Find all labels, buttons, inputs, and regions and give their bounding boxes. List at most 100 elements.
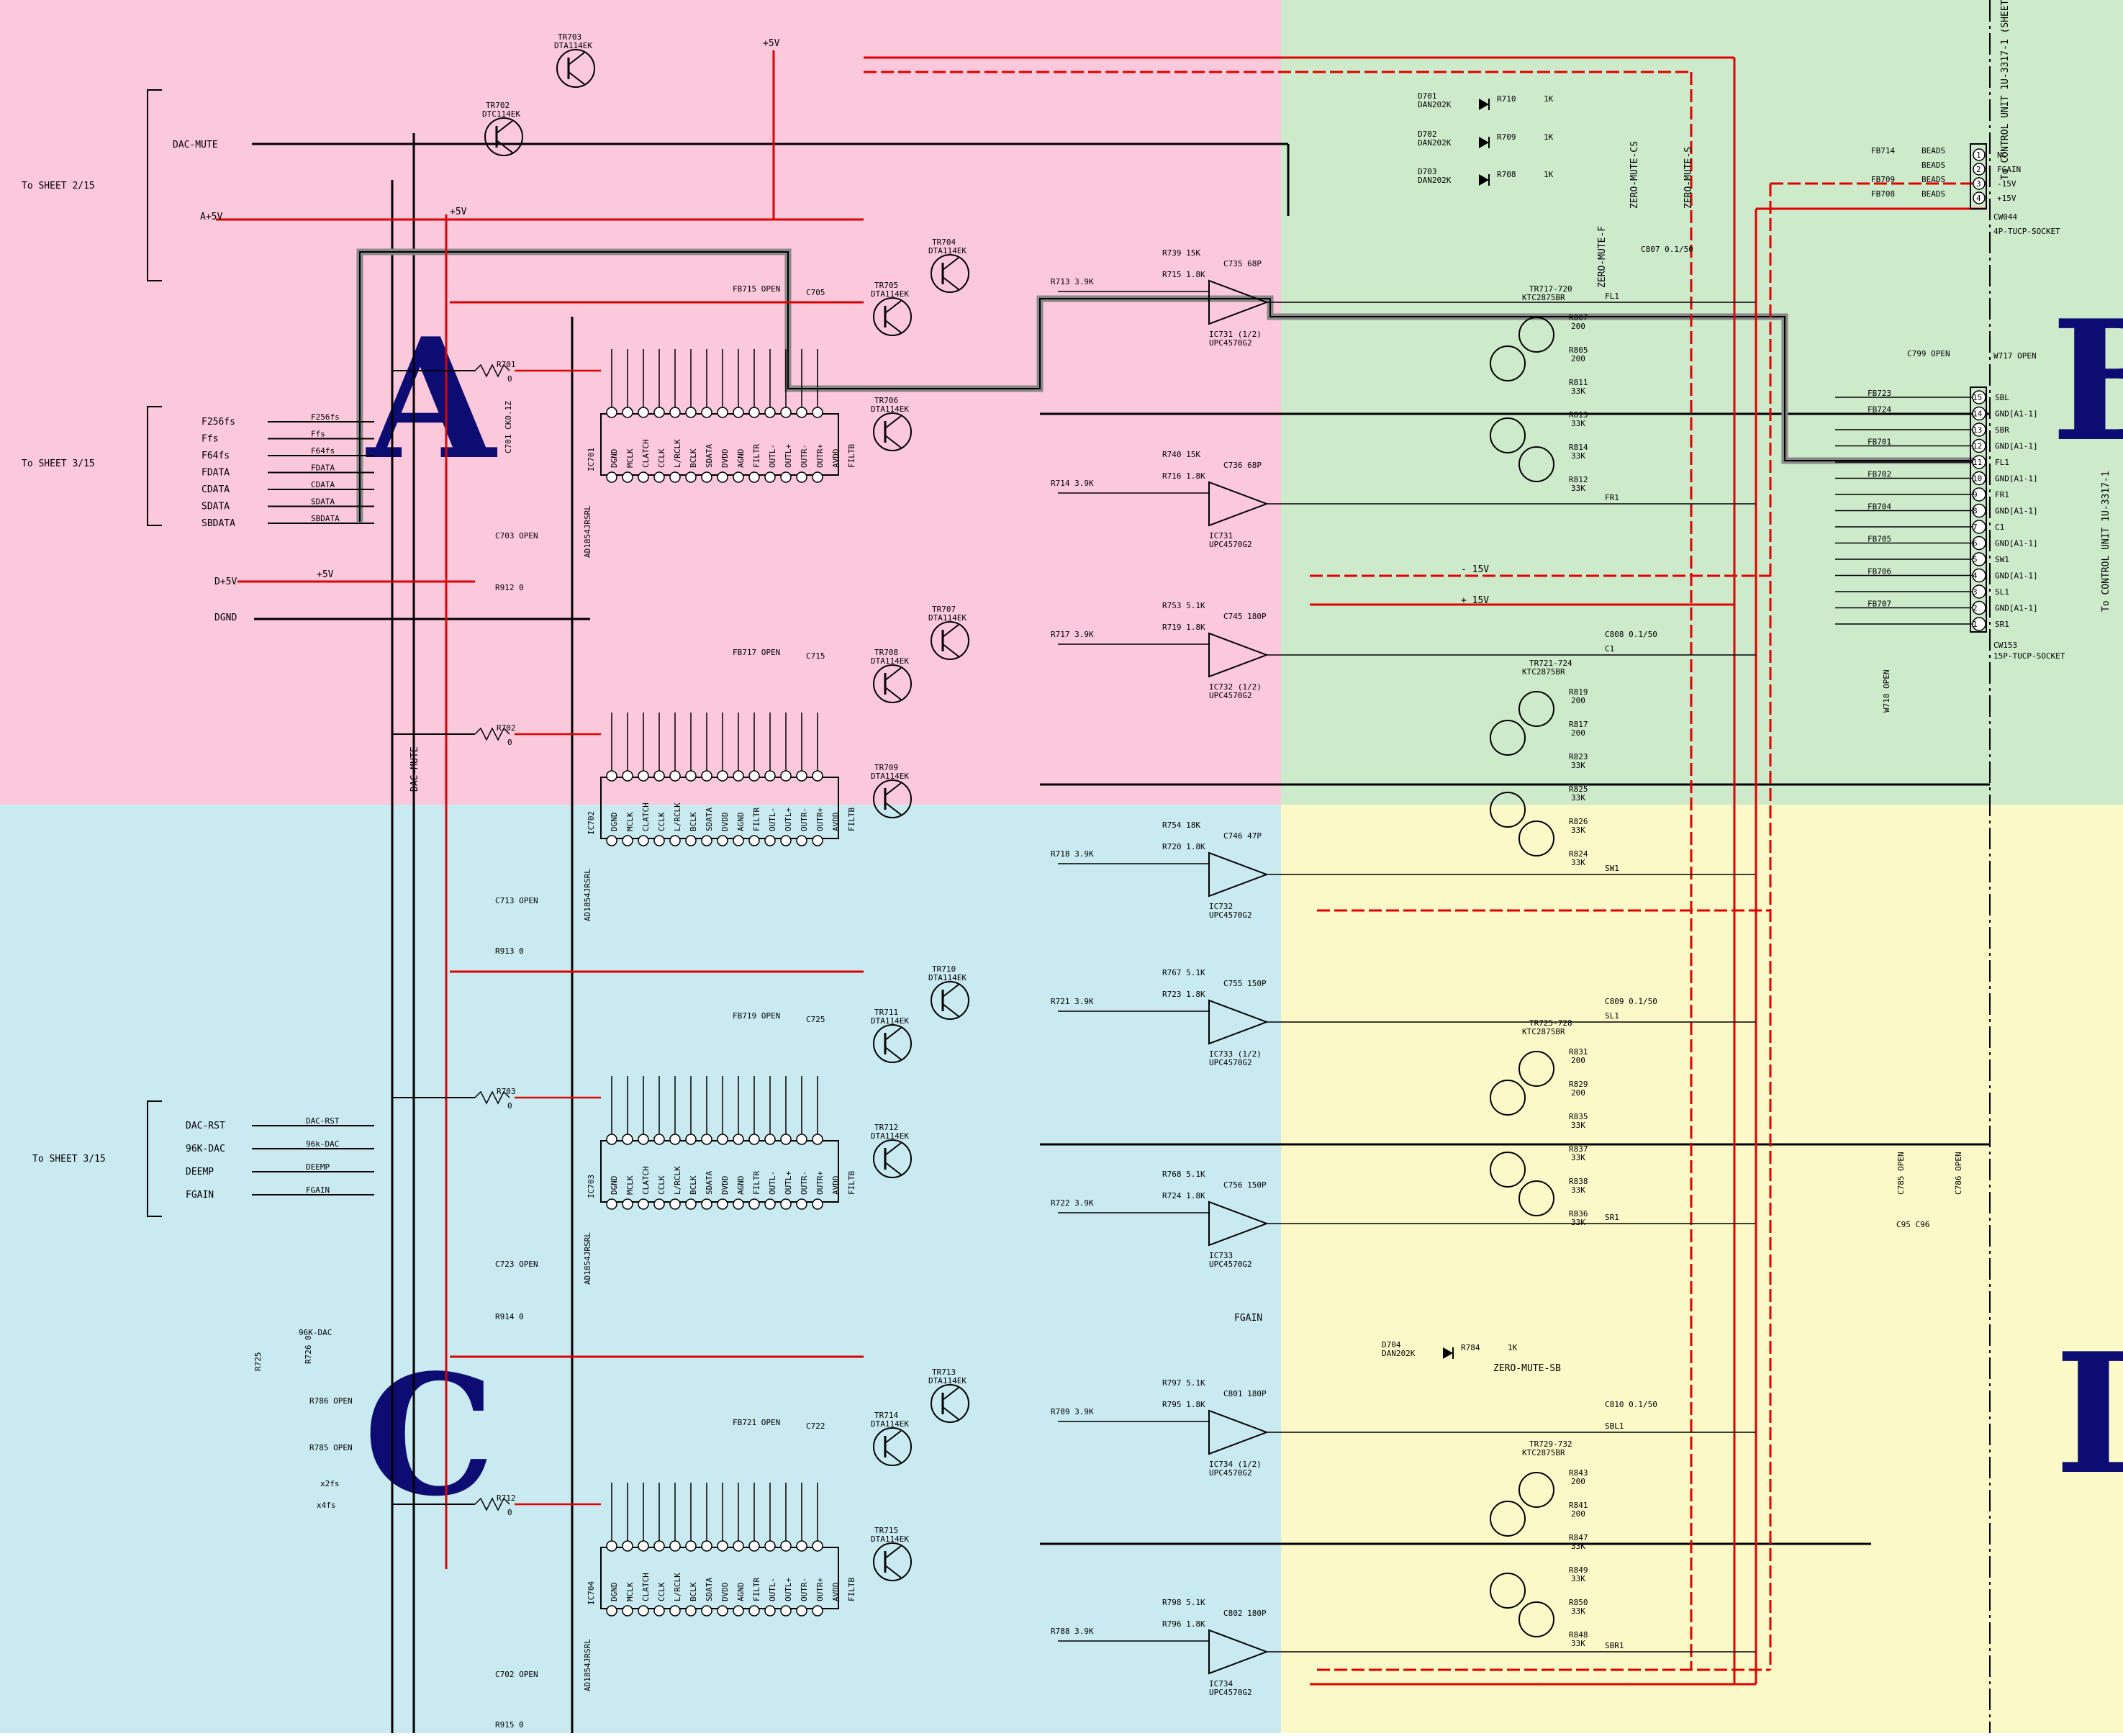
- dac-pin-label: CLATCH: [641, 1573, 651, 1601]
- dac-pin-label: CCLK: [657, 448, 666, 468]
- opamp-output-net: SR1: [1605, 1213, 1619, 1222]
- mute-resistor-value: 200: [1571, 1088, 1585, 1098]
- net-zero-mute-sb: ZERO-MUTE-SB: [1493, 1363, 1561, 1374]
- mute-resistor-value: 200: [1571, 1477, 1585, 1486]
- mute-resistor-value: 33K: [1571, 451, 1585, 461]
- transistor-body: [873, 664, 912, 703]
- opamp-symbol: [1208, 851, 1269, 898]
- dac-pin-top: [717, 1134, 728, 1145]
- dac-pin-top: [733, 407, 744, 418]
- transistor-part: DTA114EK: [928, 973, 967, 982]
- dac-pin-label: DGND: [610, 813, 619, 832]
- cw153-pin-net: SR1: [1995, 620, 2009, 629]
- dac-pin-bottom: [653, 471, 665, 483]
- transistor-body: [873, 1427, 912, 1466]
- sheet-brackets: [147, 89, 162, 1217]
- res-r913: R913 0: [495, 946, 524, 956]
- dac-pin-top: [780, 407, 792, 418]
- m15v-label: - 15V: [1461, 564, 1489, 575]
- cw044-pin-net: FGAIN: [1997, 165, 2021, 174]
- diode-ref: D701: [1418, 91, 1437, 101]
- input-a5v: A+5V: [200, 212, 222, 222]
- opamp-part: UPC4570G2: [1209, 1058, 1252, 1067]
- input-net-label: DAC-RST: [306, 1116, 340, 1126]
- dac-pin-bottom: [653, 1198, 665, 1210]
- opamp-feedback-cap: C746 47P: [1223, 831, 1262, 841]
- opamp-feedback-cap: C755 150P: [1223, 979, 1267, 988]
- res-r786: R786 OPEN: [309, 1396, 353, 1406]
- dac-pin-label: CLATCH: [641, 1166, 651, 1195]
- mute-stage-part: KTC2875BR: [1522, 1027, 1565, 1036]
- cw044-pin-net: +15V: [1997, 194, 2016, 203]
- transistor-ref: TR702: [486, 101, 510, 110]
- cw153-body: [1970, 386, 1987, 633]
- cw153-pin-net: GND[A1-1]: [1995, 410, 2038, 419]
- dac-pin-top: [606, 1134, 617, 1145]
- dac-ref: IC703: [587, 1175, 596, 1198]
- cw153-pin-net: SL1: [1995, 587, 2009, 597]
- dac-pin-bottom: [796, 835, 807, 846]
- cw153-pin: [1972, 584, 1986, 599]
- transistor-ref: TR715: [874, 1526, 898, 1535]
- dac-pin-label: DVDD: [720, 1583, 730, 1602]
- dac-resistor-symbol: [474, 363, 510, 378]
- opamp-part: UPC4570G2: [1209, 691, 1252, 700]
- transistor-ref: TR708: [874, 648, 898, 657]
- dac-pin-label: SDATA: [705, 1171, 714, 1195]
- dac-pin-bottom: [701, 1198, 712, 1210]
- mute-resistor: R819: [1569, 687, 1588, 697]
- transistor-emitter: [942, 276, 959, 290]
- res-r725: R725: [253, 1352, 263, 1372]
- dac-pin-label: OUTR+: [815, 444, 825, 468]
- input-ffs: Ffs: [202, 434, 218, 445]
- dac-resistor: R702: [497, 723, 516, 733]
- dac-pin-top: [748, 770, 760, 782]
- transistor-collector: [884, 415, 902, 429]
- opamp-feedback-resistor: R715 1.8K: [1162, 270, 1205, 279]
- mute-transistor: [1518, 1051, 1554, 1087]
- dac-pin-label: FILTB: [847, 1578, 856, 1601]
- opamp-feedback-cap: C802 180P: [1223, 1609, 1267, 1618]
- diode-part: DAN202K: [1418, 100, 1452, 109]
- zone-b-background: [1281, 0, 2123, 805]
- diode-symbol: [1443, 1347, 1453, 1359]
- opamp-input-resistor: R721 3.9K: [1051, 997, 1094, 1006]
- dac-pin-top: [669, 407, 681, 418]
- dac-pin-bottom: [733, 835, 744, 846]
- dac-pin-bottom: [812, 1605, 823, 1617]
- transistor-part: DTA114EK: [871, 1534, 909, 1544]
- zone-c-letter: C: [363, 1339, 495, 1533]
- mute-transistor: [1490, 792, 1526, 828]
- transistor-emitter: [884, 802, 902, 815]
- dac-pin-bottom: [812, 471, 823, 483]
- cap-c799: C799 OPEN: [1907, 349, 1950, 358]
- cw153-ferrite: FB707: [1868, 600, 1891, 609]
- transistor-ref: TR713: [932, 1367, 956, 1377]
- mute-resistor: R850: [1569, 1598, 1588, 1607]
- diode-resistor-value: 1K: [1508, 1343, 1518, 1352]
- dac-ref: IC702: [587, 811, 596, 835]
- cw153-pin-net: GND[A1-1]: [1995, 442, 2038, 451]
- mute-stage-0: TR717-720KTC2875BRR807200R805200R81133KR…: [1490, 284, 1588, 493]
- cw044-beads: BEADS: [1921, 189, 1945, 199]
- cap-c809: C809 0.1/50: [1605, 997, 1657, 1006]
- dac-pin-label: BCLK: [689, 1175, 698, 1195]
- opamp-feedback-cap: C801 180P: [1223, 1389, 1267, 1398]
- mute-transistor: [1490, 1501, 1526, 1537]
- opamp-ref: IC733 (1/2): [1209, 1049, 1262, 1059]
- dac-resistor: R712: [497, 1493, 516, 1503]
- mute-resistor: R813: [1569, 410, 1588, 420]
- cap-c701: C701 CK0.1Z: [504, 401, 513, 453]
- net-zero-mute-f: ZERO-MUTE-F: [1597, 226, 1608, 288]
- cw153-ferrite: FB723: [1868, 389, 1891, 398]
- input-net-label: CDATA: [311, 480, 335, 489]
- dac-part: AD1854JRSRL: [583, 1639, 592, 1691]
- transistor-ref: TR705: [874, 281, 898, 290]
- dac-pin-label: FILTR: [752, 808, 761, 831]
- dac-pin-bottom: [685, 1198, 697, 1210]
- mute-resistor: R829: [1569, 1080, 1588, 1089]
- input-fgain: FGAIN: [186, 1190, 214, 1201]
- transistor-emitter: [942, 1406, 959, 1420]
- transistor-part: DTA114EK: [928, 1376, 967, 1385]
